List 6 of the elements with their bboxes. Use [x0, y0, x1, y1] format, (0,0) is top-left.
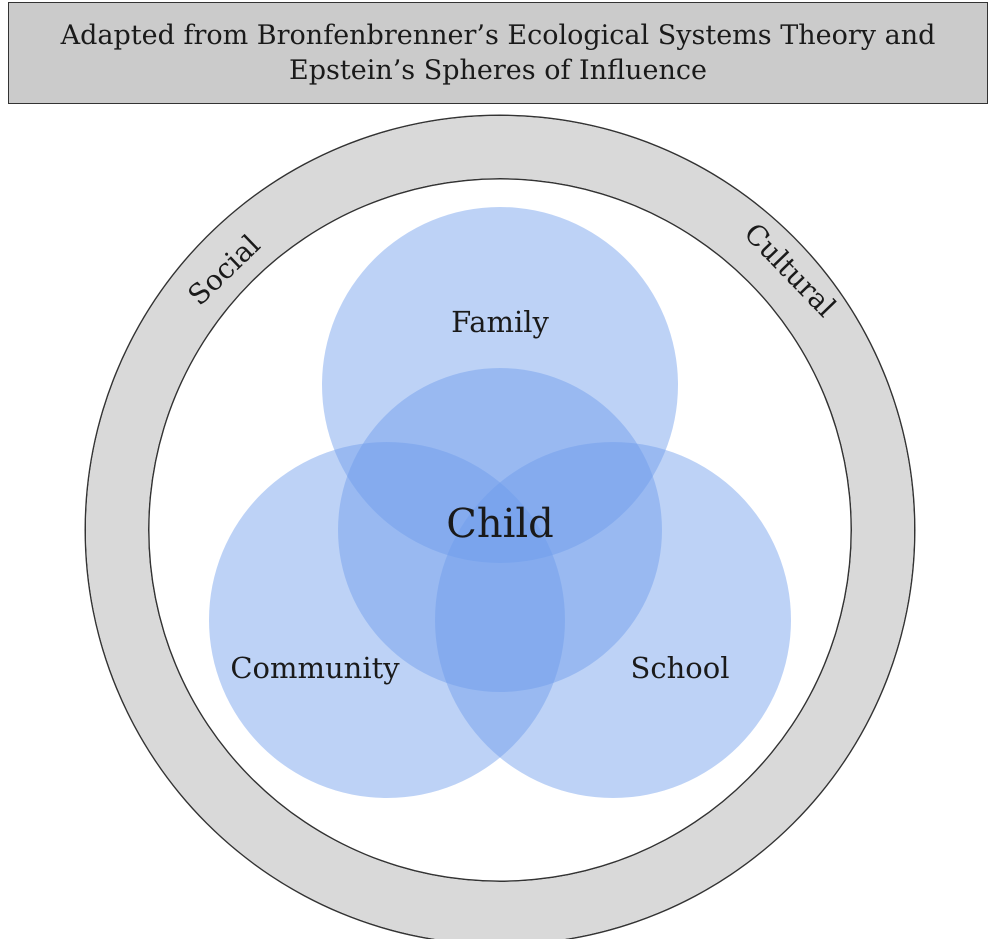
- circle-label: Child: [446, 501, 554, 547]
- outer-ring: [86, 116, 914, 939]
- circle-label: Family: [451, 305, 549, 339]
- title: Adapted from Bronfenbrenner’s Ecological Systems Theory and Epstein’s Spheres of Influence: [60, 18, 936, 88]
- circle-label: School: [630, 651, 730, 685]
- circle-label: Community: [230, 651, 400, 685]
